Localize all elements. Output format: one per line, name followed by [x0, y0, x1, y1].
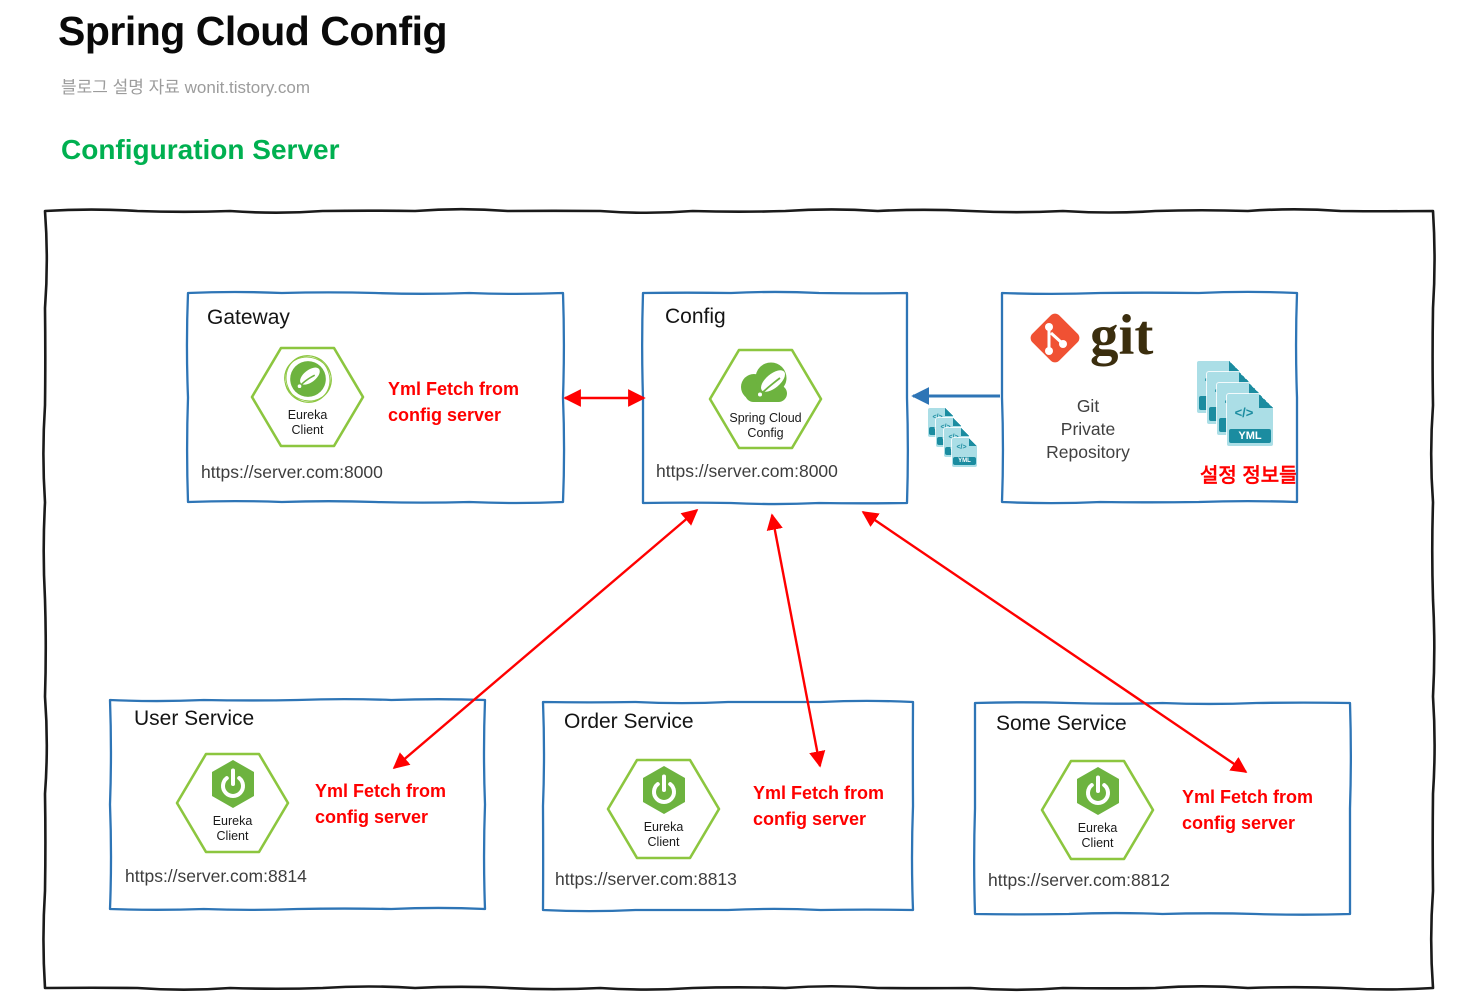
spring-boot-icon	[606, 765, 721, 815]
git-wordmark: git	[1090, 304, 1154, 367]
order-service-eureka-client-node: Eureka Client	[606, 757, 721, 861]
git-logo: git	[1026, 304, 1154, 367]
folded-corner	[1259, 394, 1273, 408]
spring-framework-icon	[250, 353, 365, 405]
order-service-url: https://server.com:8813	[555, 869, 737, 889]
user-service-eureka-client-node: Eureka Client	[175, 751, 290, 855]
hexagon-label: Eureka Client	[643, 820, 684, 849]
some-service-annotation: Yml Fetch from config server	[1182, 787, 1314, 833]
gateway-url: https://server.com:8000	[201, 462, 383, 482]
spring-boot-icon	[1040, 766, 1155, 816]
order-service-annotation: Yml Fetch from config server	[753, 783, 885, 829]
git-config-files-annotation: 설정 정보들	[1200, 465, 1298, 487]
page-title: Spring Cloud Config	[58, 8, 448, 54]
spring-boot-icon	[175, 759, 290, 809]
user-service-box-title: User Service	[134, 707, 255, 730]
hexagon-label: Spring Cloud Config	[729, 411, 802, 440]
spring-cloud-icon	[708, 360, 823, 406]
config-spring-cloud-node: Spring Cloud Config	[708, 347, 823, 451]
gateway-eureka-client-node: Eureka Client	[250, 345, 365, 449]
yml-file-icon: </> YML	[952, 438, 977, 467]
some-service-url: https://server.com:8812	[988, 870, 1170, 890]
hexagon-label: Eureka Client	[287, 408, 328, 437]
user-service-annotation: Yml Fetch from config server	[315, 781, 447, 827]
yml-file-icon: </> YML	[1227, 394, 1273, 446]
section-heading: Configuration Server	[61, 134, 340, 165]
config-box-title: Config	[665, 305, 726, 328]
code-glyph: </>	[956, 444, 967, 451]
user-service-url: https://server.com:8814	[125, 866, 307, 886]
hexagon-label: Eureka Client	[212, 814, 253, 843]
order-service-box-title: Order Service	[564, 710, 694, 733]
gateway-box-title: Gateway	[207, 306, 290, 329]
git-icon	[1030, 313, 1080, 363]
yml-badge: YML	[1229, 429, 1271, 443]
arrow-config-order-service	[766, 513, 826, 768]
gateway-annotation: Yml Fetch from config server	[388, 379, 520, 425]
yml-badge: YML	[953, 457, 976, 465]
some-service-eureka-client-node: Eureka Client	[1040, 758, 1155, 862]
some-service-box-title: Some Service	[996, 712, 1127, 735]
page-subtitle: 블로그 설명 자료 wonit.tistory.com	[61, 78, 310, 97]
hexagon-label: Eureka Client	[1077, 821, 1118, 850]
git-repository-label: Git Private Repository	[1046, 396, 1130, 462]
config-url: https://server.com:8000	[656, 461, 838, 481]
code-glyph: </>	[1234, 405, 1254, 420]
